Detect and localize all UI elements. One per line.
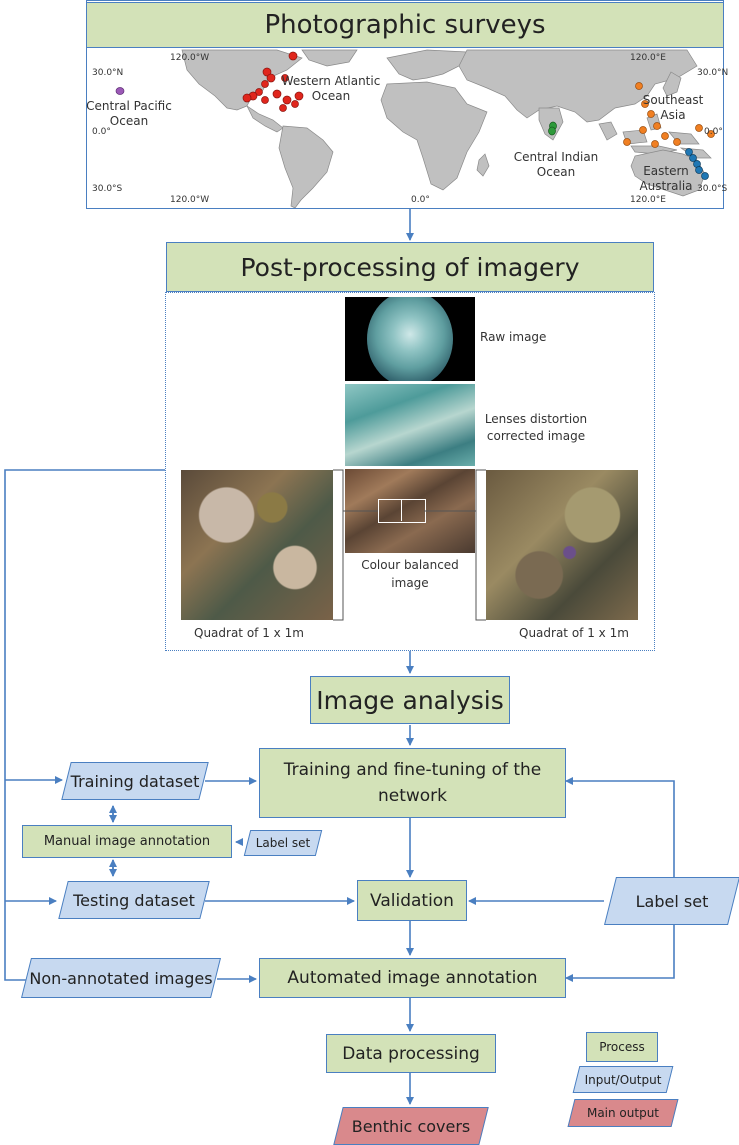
greenland-shape — [301, 49, 358, 67]
quadrat-left-image — [181, 470, 333, 620]
label-set-small-label: Label set — [255, 836, 311, 850]
manual-annotation-box: Manual image annotation — [22, 825, 232, 858]
training-network-label: Training and fine-tuning of the network — [283, 760, 542, 806]
data-processing-box: Data processing — [326, 1034, 496, 1073]
lens-corrected-image — [345, 384, 475, 466]
region-western-atlantic: Western Atlantic Ocean — [281, 74, 381, 103]
arrow-labelset-to-network — [565, 777, 675, 877]
land-masses — [181, 49, 712, 208]
lon-120w-top: 120.0°W — [170, 53, 210, 63]
lat-0-left: 0.0° — [92, 127, 111, 137]
madagascar-shape — [476, 153, 490, 177]
postprocessing-title-box: Post-processing of imagery — [166, 242, 654, 292]
data-processing-label: Data processing — [342, 1043, 480, 1064]
lat-30n-left: 30.0°N — [92, 68, 124, 78]
lat-30s-left: 30.0°S — [92, 184, 123, 194]
benthic-covers-label: Benthic covers — [351, 1116, 471, 1136]
testing-dataset-label: Testing dataset — [73, 890, 195, 910]
survey-sites — [115, 51, 715, 180]
postprocessing-frame — [165, 292, 655, 651]
region-central-indian: Central Indian Ocean — [513, 150, 599, 179]
lens-corrected-label: Lenses distortion corrected image — [484, 412, 588, 443]
quadrat-left-label: Quadrat of 1 x 1m — [194, 626, 304, 640]
quadrat-right-image — [486, 470, 638, 620]
survey-title-box: Photographic surveys — [86, 2, 724, 48]
testing-dataset: Testing dataset — [58, 881, 210, 919]
legend-io-label: Input/Output — [584, 1072, 662, 1087]
africa-shape — [380, 81, 488, 191]
lat-30s-right: 30.0°S — [697, 184, 728, 194]
south-america-shape — [278, 125, 334, 208]
lon-120e-bottom: 120.0°E — [630, 195, 666, 205]
image-analysis-title: Image analysis — [316, 685, 504, 715]
sites-western-atlantic — [242, 51, 304, 112]
training-dataset: Training dataset — [61, 762, 209, 800]
automated-annotation-label: Automated image annotation — [287, 968, 538, 988]
site-central-pacific — [115, 87, 125, 95]
legend-input-output: Input/Output — [572, 1066, 674, 1093]
raw-image-label: Raw image — [480, 330, 547, 344]
survey-title: Photographic surveys — [264, 10, 546, 40]
training-dataset-label: Training dataset — [70, 771, 200, 791]
lat-0-right: 0.0° — [704, 127, 723, 137]
legend-process-label: Process — [599, 1040, 645, 1054]
se-asia-islands-shape — [598, 113, 700, 155]
sites-eastern-australia — [685, 148, 709, 180]
label-set-large-label: Label set — [635, 891, 709, 911]
training-network-box: Training and fine-tuning of the network — [259, 748, 566, 818]
legend-main-output-label: Main output — [586, 1106, 660, 1120]
lon-0-bottom: 0.0° — [411, 195, 430, 205]
colour-balanced-image — [345, 469, 475, 553]
region-southeast-asia: Southeast Asia — [642, 93, 704, 122]
lon-120w-bottom: 120.0°W — [170, 195, 210, 205]
image-analysis-box: Image analysis — [310, 676, 510, 724]
region-central-pacific: Central Pacific Ocean — [86, 99, 172, 128]
colour-balanced-label: Colour balanced image — [361, 558, 459, 590]
validation-box: Validation — [357, 880, 467, 921]
central-america-shape — [246, 104, 284, 133]
postprocessing-title: Post-processing of imagery — [240, 252, 580, 282]
validation-label: Validation — [370, 890, 454, 911]
automated-annotation-box: Automated image annotation — [259, 958, 566, 998]
non-annotated-label: Non-annotated images — [29, 968, 213, 988]
lat-30n-right: 30.0°N — [697, 68, 729, 78]
world-map — [115, 49, 715, 208]
label-set-small: Label set — [243, 830, 323, 856]
europe-shape — [386, 49, 468, 81]
label-set-large: Label set — [604, 877, 739, 925]
legend-process: Process — [586, 1032, 658, 1062]
australia-shape — [630, 149, 706, 197]
sites-southeast-asia — [623, 82, 715, 148]
region-eastern-australia: Eastern Australia — [639, 164, 693, 193]
sites-central-indian — [548, 121, 557, 136]
manual-annotation-label: Manual image annotation — [43, 834, 211, 849]
japan-shape — [662, 71, 682, 97]
raw-image — [345, 297, 475, 381]
legend-main-output: Main output — [567, 1099, 679, 1127]
quadrat-right-label: Quadrat of 1 x 1m — [519, 626, 629, 640]
non-annotated-images: Non-annotated images — [21, 958, 221, 998]
benthic-covers: Benthic covers — [333, 1107, 489, 1145]
lon-120e-top: 120.0°E — [630, 53, 666, 63]
arrow-labelset-to-automated — [565, 925, 675, 982]
